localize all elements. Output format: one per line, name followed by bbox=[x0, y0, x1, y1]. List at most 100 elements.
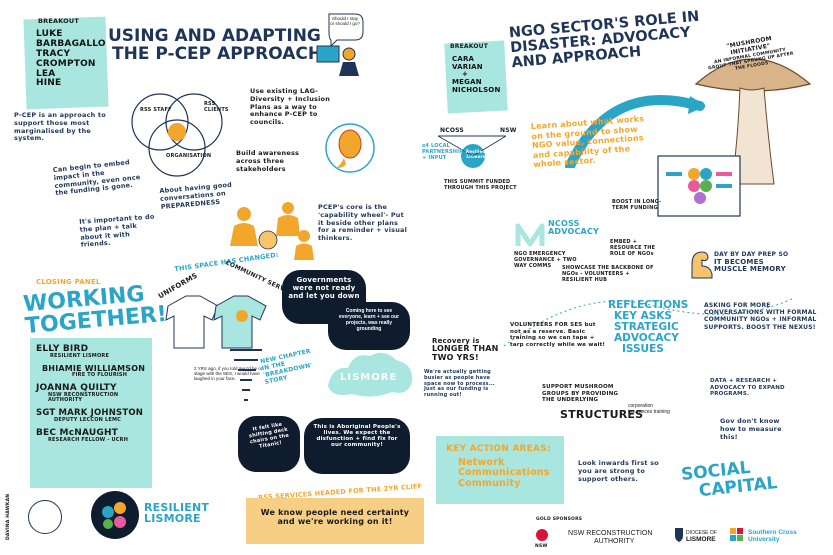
southern-cross-text: Southern Cross University bbox=[748, 529, 797, 544]
panel-name: JOANNA QUILTY bbox=[36, 382, 117, 393]
panel-role: FIRE TO FLOURISH bbox=[72, 371, 128, 378]
certainty-box bbox=[246, 498, 424, 544]
reconstruction-line1: NSW RECONSTRUCTION bbox=[568, 530, 653, 537]
reflections-line4: ADVOCACY bbox=[614, 332, 679, 345]
panel-role: RESILIENT LISMORE bbox=[50, 353, 110, 359]
flexed-arm-icon bbox=[691, 251, 713, 279]
recovery-line2: LONGER THAN bbox=[432, 344, 499, 354]
recovery: Recovery is LONGER THAN TWO YRS! bbox=[432, 337, 504, 362]
breakout1-names: LUKE BARBAGALLO TRACY CROMPTON LEA HINE bbox=[36, 29, 106, 89]
presentation-screen-icon bbox=[657, 155, 741, 217]
social-capital: SOCIAL CAPITAL bbox=[680, 457, 778, 502]
breakout2-names: CARA VARIAN + MEGAN NICHOLSON bbox=[452, 55, 501, 94]
left-title: USING AND ADAPTING THE P-CEP APPROACH bbox=[108, 26, 323, 64]
closing-label: CLOSING PANEL bbox=[36, 278, 101, 286]
muscle-line2: IT BECOMES bbox=[714, 257, 764, 266]
ncoss-label: NCOSS bbox=[440, 127, 464, 134]
southern-cross-icon bbox=[730, 528, 743, 541]
panel-member: BHIAMIE WILLIAMSON FIRE TO FLOURISH bbox=[36, 364, 150, 379]
panel-name: ELLY BIRD bbox=[36, 344, 89, 354]
panel-name: BHIAMIE WILLIAMSON bbox=[42, 363, 146, 373]
ncoss-resilient: Resilient Lismore bbox=[466, 149, 488, 159]
coming-bubble bbox=[328, 302, 410, 350]
volunteers: VOLUNTEERS FOR SES but not as a reserve.… bbox=[510, 322, 606, 348]
reconstruction-text: NSW RECONSTRUCTION AUTHORITY bbox=[568, 530, 652, 546]
panel-member: SGT MARK JOHNSTON DEPUTY LECCON LEMC bbox=[36, 408, 150, 424]
ncoss-funded: THIS SUMMIT FUNDED THROUGH THIS PROJECT bbox=[444, 179, 517, 191]
support-mushroom: SUPPORT MUSHROOM GROUPS BY PROVIDING THE… bbox=[542, 384, 619, 404]
diocese-line1: DIOCESE OF bbox=[686, 530, 717, 536]
name-varian: VARIAN bbox=[452, 62, 483, 71]
aboriginal: This is Aboriginal People's lives. We ex… bbox=[313, 424, 401, 448]
ncoss-nsw: NSW bbox=[500, 127, 517, 134]
look-inwards: Look inwards first so you are strong to … bbox=[578, 459, 659, 483]
ncoss-diagram bbox=[437, 135, 507, 168]
key-action-box bbox=[436, 436, 564, 504]
muscle-memory: DAY BY DAY PREP SO IT BECOMES MUSCLE MEM… bbox=[714, 251, 814, 274]
panel-name: BEC McNAUGHT bbox=[36, 427, 119, 438]
connection-arc bbox=[565, 95, 706, 168]
learn-about: Learn about what works on the ground to … bbox=[530, 114, 645, 170]
tornado-icon bbox=[230, 349, 262, 401]
muscle-line1: DAY BY DAY PREP SO bbox=[714, 251, 789, 258]
dotted-path bbox=[503, 297, 795, 347]
ncoss-showcase: SHOWCASE THE BACKBONE OF NGOs - VOLUNTEE… bbox=[562, 265, 654, 283]
name-plus: + bbox=[462, 70, 469, 79]
shifting-bubble bbox=[238, 416, 300, 472]
southern-line1: Southern Cross bbox=[748, 529, 797, 536]
panel-role: RESEARCH FELLOW - UCRH bbox=[48, 436, 129, 443]
name-lea: LEA bbox=[36, 68, 56, 79]
govts-ready: Governments were not ready and let you d… bbox=[288, 276, 360, 300]
artist-signature bbox=[28, 500, 62, 534]
pcep-intro: P-CEP is an approach to support those mo… bbox=[14, 111, 106, 143]
ncoss-advocacy-icon bbox=[515, 223, 545, 247]
name-hine: HINE bbox=[36, 78, 62, 89]
aboriginal-bubble bbox=[304, 418, 410, 474]
structures-list: corporation insurances training bbox=[628, 403, 670, 415]
data-research: DATA + RESEARCH + ADVOCACY TO EXPAND PRO… bbox=[710, 378, 785, 398]
years-ago: 2 YRS ago, if you told me I'd be on stag… bbox=[194, 366, 264, 382]
left-title-line1: USING AND ADAPTING bbox=[108, 26, 321, 46]
venn-clients: RSS CLIENTS bbox=[204, 101, 229, 113]
right-title: NGO SECTOR'S ROLE IN DISASTER: ADVOCACY … bbox=[508, 9, 702, 72]
panel-list: ELLY BIRD RESILIENT LISMORE BHIAMIE WILL… bbox=[36, 344, 150, 444]
diocese-text: DIOCESE OF LISMORE bbox=[686, 530, 717, 544]
breakout2-label: BREAKOUT bbox=[450, 43, 488, 50]
panel-member: ELLY BIRD RESILIENT LISMORE bbox=[36, 344, 150, 360]
name-barbagallo: BARBAGALLO bbox=[36, 38, 106, 49]
recovery-line1: Recovery is bbox=[432, 337, 480, 345]
reflections-line3: STRATEGIC bbox=[614, 321, 679, 334]
name-nicholson: NICHOLSON bbox=[452, 85, 501, 94]
panel-name: SGT MARK JOHNSTON bbox=[36, 408, 144, 418]
existing-lag: Use existing LAG- Diversity + Inclusion … bbox=[250, 87, 331, 127]
recovery-line3: TWO YRS! bbox=[432, 352, 479, 362]
gov-measure: Gov don't know how to measure this! bbox=[720, 417, 782, 441]
asking: ASKING FOR MORE CONVERSATIONS WITH FORMA… bbox=[704, 302, 817, 331]
resilient-lismore-logo-icon bbox=[91, 491, 139, 539]
closing-title: WORKING TOGETHER! bbox=[22, 282, 168, 339]
embed-impact: Can begin to embed impact in the communi… bbox=[52, 158, 141, 198]
nsw-waratah-icon bbox=[536, 529, 548, 541]
ncoss-advocacy-title: NCOSS ADVOCACY bbox=[548, 219, 600, 237]
name-cara: CARA bbox=[452, 55, 475, 63]
name-tracy: TRACY bbox=[36, 48, 71, 59]
diocese-line2: LISMORE bbox=[686, 536, 716, 543]
left-title-line2: THE P-CEP APPROACH bbox=[112, 43, 323, 64]
uniform-shirt-icon bbox=[165, 295, 267, 349]
southern-line2: University bbox=[748, 536, 780, 544]
lismore-label: LISMORE bbox=[340, 372, 398, 383]
panel-member: BEC McNAUGHT RESEARCH FELLOW - UCRH bbox=[36, 428, 150, 444]
reflections-line1: REFLECTIONS bbox=[608, 299, 689, 311]
ncoss-local: x4 LOCAL PARTNERSHIPS + INPUT bbox=[422, 143, 467, 161]
reflections-line5: ISSUES bbox=[622, 343, 664, 356]
key-action-community: Community bbox=[458, 477, 521, 489]
reflections-line2: KEY ASKS bbox=[614, 310, 672, 323]
lismore-map-shape bbox=[328, 352, 413, 397]
plan-talk: It's important to do the plan + talk abo… bbox=[78, 212, 155, 250]
key-action-list: Network Communications Community bbox=[458, 457, 550, 489]
resilient-line1: RESILIENT bbox=[144, 501, 210, 514]
breakout1-label: BREAKOUT bbox=[38, 17, 80, 25]
artist-name: DAVINA HAWKAN bbox=[6, 493, 11, 540]
name-megan: MEGAN bbox=[452, 78, 482, 87]
nsw-label: NSW bbox=[535, 544, 548, 549]
